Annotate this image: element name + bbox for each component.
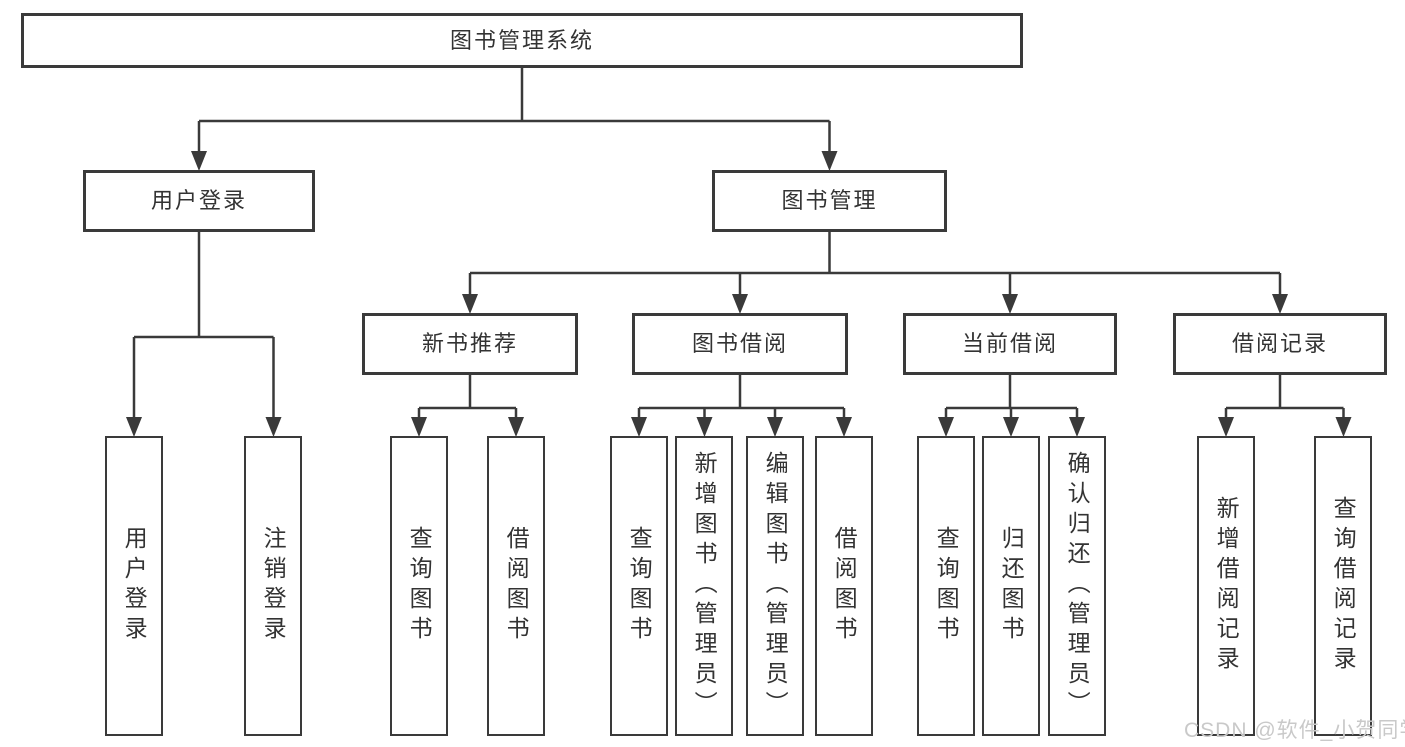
- node-borrow-record: 借阅记录: [1173, 313, 1387, 375]
- arrow-down-icon: [732, 294, 748, 314]
- arrow-down-icon: [1218, 417, 1234, 437]
- leaf-query-borrow-record-label: 查询借阅记录: [1330, 496, 1357, 676]
- arrow-down-icon: [1002, 294, 1018, 314]
- node-root-system-label: 图书管理系统: [449, 27, 594, 53]
- node-book-management: 图书管理: [712, 170, 947, 232]
- leaf-return-book: 归还图书: [982, 436, 1040, 736]
- leaf-confirm-return-admin-label: 确认归还（管理员）: [1064, 451, 1091, 721]
- node-root-system: 图书管理系统: [21, 13, 1023, 68]
- node-book-borrow: 图书借阅: [632, 313, 848, 375]
- leaf-borrow-book-1: 借阅图书: [487, 436, 545, 736]
- connector-book-management-branch: [462, 232, 1288, 314]
- leaf-user-login-label: 用户登录: [121, 526, 148, 646]
- arrow-down-icon: [411, 417, 427, 437]
- node-new-book-recommend: 新书推荐: [362, 313, 578, 375]
- arrow-down-icon: [821, 151, 838, 171]
- node-current-borrow: 当前借阅: [903, 313, 1117, 375]
- leaf-query-book-3-label: 查询图书: [933, 526, 960, 646]
- connector-user-login-branch: [126, 232, 282, 437]
- arrow-down-icon: [1272, 294, 1288, 314]
- node-user-login: 用户登录: [83, 170, 315, 232]
- leaf-borrow-book-2-label: 借阅图书: [831, 526, 858, 646]
- leaf-logout-label: 注销登录: [260, 526, 287, 646]
- arrow-down-icon: [631, 417, 647, 437]
- connector-book-borrow-branch: [631, 375, 852, 437]
- connector-current-borrow-branch: [938, 375, 1085, 437]
- leaf-edit-book-admin: 编辑图书（管理员）: [746, 436, 804, 736]
- arrow-down-icon: [462, 294, 478, 314]
- node-book-borrow-label: 图书借阅: [691, 331, 788, 356]
- node-book-management-label: 图书管理: [781, 188, 878, 213]
- csdn-watermark: CSDN @软件_小贺同学: [1184, 719, 1405, 742]
- leaf-query-borrow-record: 查询借阅记录: [1314, 436, 1372, 736]
- leaf-edit-book-admin-label: 编辑图书（管理员）: [762, 451, 789, 721]
- leaf-add-book-admin: 新增图书（管理员）: [675, 436, 733, 736]
- node-borrow-record-label: 借阅记录: [1231, 331, 1328, 356]
- node-current-borrow-label: 当前借阅: [961, 331, 1058, 356]
- leaf-query-book-2-label: 查询图书: [626, 526, 653, 646]
- arrow-down-icon: [508, 417, 524, 437]
- leaf-query-book-3: 查询图书: [917, 436, 975, 736]
- arrow-down-icon: [1335, 417, 1352, 437]
- leaf-borrow-book-1-label: 借阅图书: [503, 526, 530, 646]
- leaf-query-book-1-label: 查询图书: [406, 526, 433, 646]
- arrow-down-icon: [265, 417, 282, 437]
- leaf-query-book-2: 查询图书: [610, 436, 668, 736]
- leaf-logout: 注销登录: [244, 436, 302, 736]
- arrow-down-icon: [1069, 417, 1085, 437]
- leaf-confirm-return-admin: 确认归还（管理员）: [1048, 436, 1106, 736]
- arrow-down-icon: [767, 417, 783, 437]
- leaf-add-book-admin-label: 新增图书（管理员）: [691, 451, 718, 721]
- node-new-book-recommend-label: 新书推荐: [421, 331, 518, 356]
- arrow-down-icon: [938, 417, 954, 437]
- arrow-down-icon: [696, 417, 713, 437]
- leaf-query-book-1: 查询图书: [390, 436, 448, 736]
- connector-new-book-branch: [411, 375, 524, 437]
- leaf-user-login: 用户登录: [105, 436, 163, 736]
- connector-borrow-record-branch: [1218, 375, 1352, 437]
- leaf-add-borrow-record: 新增借阅记录: [1197, 436, 1255, 736]
- arrow-down-icon: [191, 151, 207, 171]
- leaf-add-borrow-record-label: 新增借阅记录: [1213, 496, 1240, 676]
- arrow-down-icon: [126, 417, 142, 437]
- connector-root-to-level2: [191, 68, 838, 171]
- leaf-borrow-book-2: 借阅图书: [815, 436, 873, 736]
- arrow-down-icon: [836, 417, 852, 437]
- arrow-down-icon: [1003, 417, 1019, 437]
- node-user-login-label: 用户登录: [150, 188, 247, 213]
- leaf-return-book-label: 归还图书: [998, 526, 1025, 646]
